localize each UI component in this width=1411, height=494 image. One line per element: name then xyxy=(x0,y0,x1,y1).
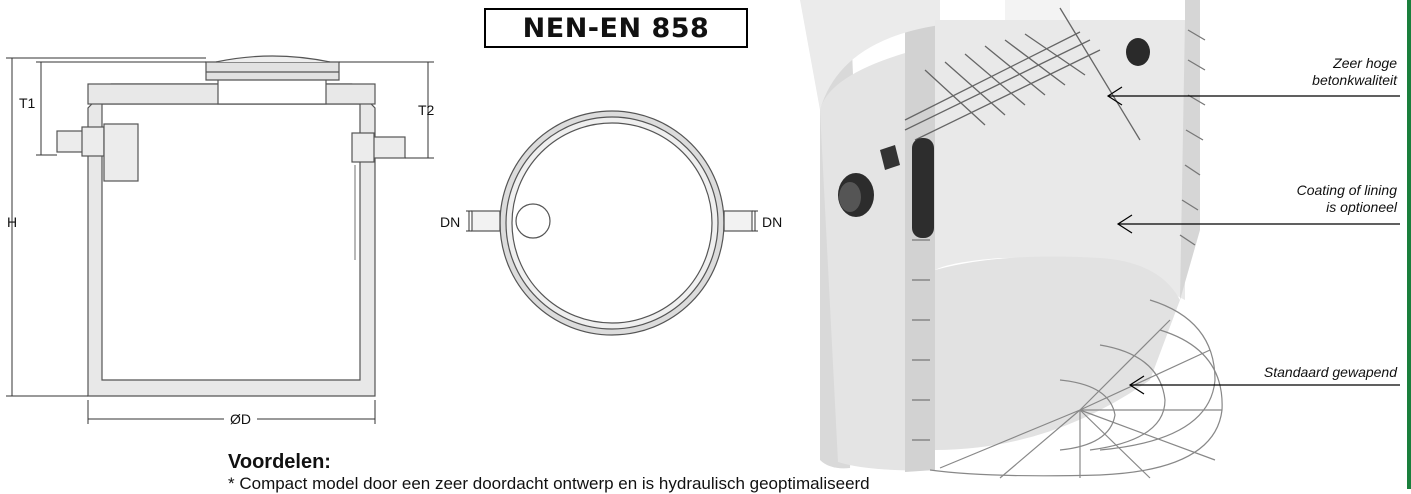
dimension-label-h: H xyxy=(7,214,18,230)
standard-badge: NEN-EN 858 xyxy=(484,8,748,48)
tank-section-view xyxy=(56,55,406,397)
callout-line: Coating of lining xyxy=(1296,182,1397,198)
callout-coating: Coating of lining is optioneel xyxy=(1157,182,1397,216)
callout-concrete-quality: Zeer hoge betonkwaliteit xyxy=(1157,55,1397,89)
callout-line: is optioneel xyxy=(1326,199,1397,215)
advantages-item: * Compact model door een zeer doordacht … xyxy=(228,474,870,493)
dimension-label-t1: T1 xyxy=(19,95,36,111)
dimension-label-diameter: ØD xyxy=(224,411,257,427)
accent-edge xyxy=(1407,0,1411,489)
dimension-label-dn-right: DN xyxy=(762,214,783,230)
tank-3d-cutaway xyxy=(800,0,1223,479)
callout-line: betonkwaliteit xyxy=(1312,72,1397,88)
dimension-label-dn-left: DN xyxy=(440,214,461,230)
dn-dimension-marks xyxy=(466,210,758,232)
dimension-label-t2: T2 xyxy=(418,102,435,118)
callout-line: Zeer hoge xyxy=(1333,55,1397,71)
tank-top-view xyxy=(471,110,753,336)
callout-reinforcement: Standaard gewapend xyxy=(1157,364,1397,381)
callout-line: Standaard gewapend xyxy=(1263,364,1397,380)
callout-arrows xyxy=(1106,86,1400,395)
advantages-title: Voordelen: xyxy=(228,451,331,473)
